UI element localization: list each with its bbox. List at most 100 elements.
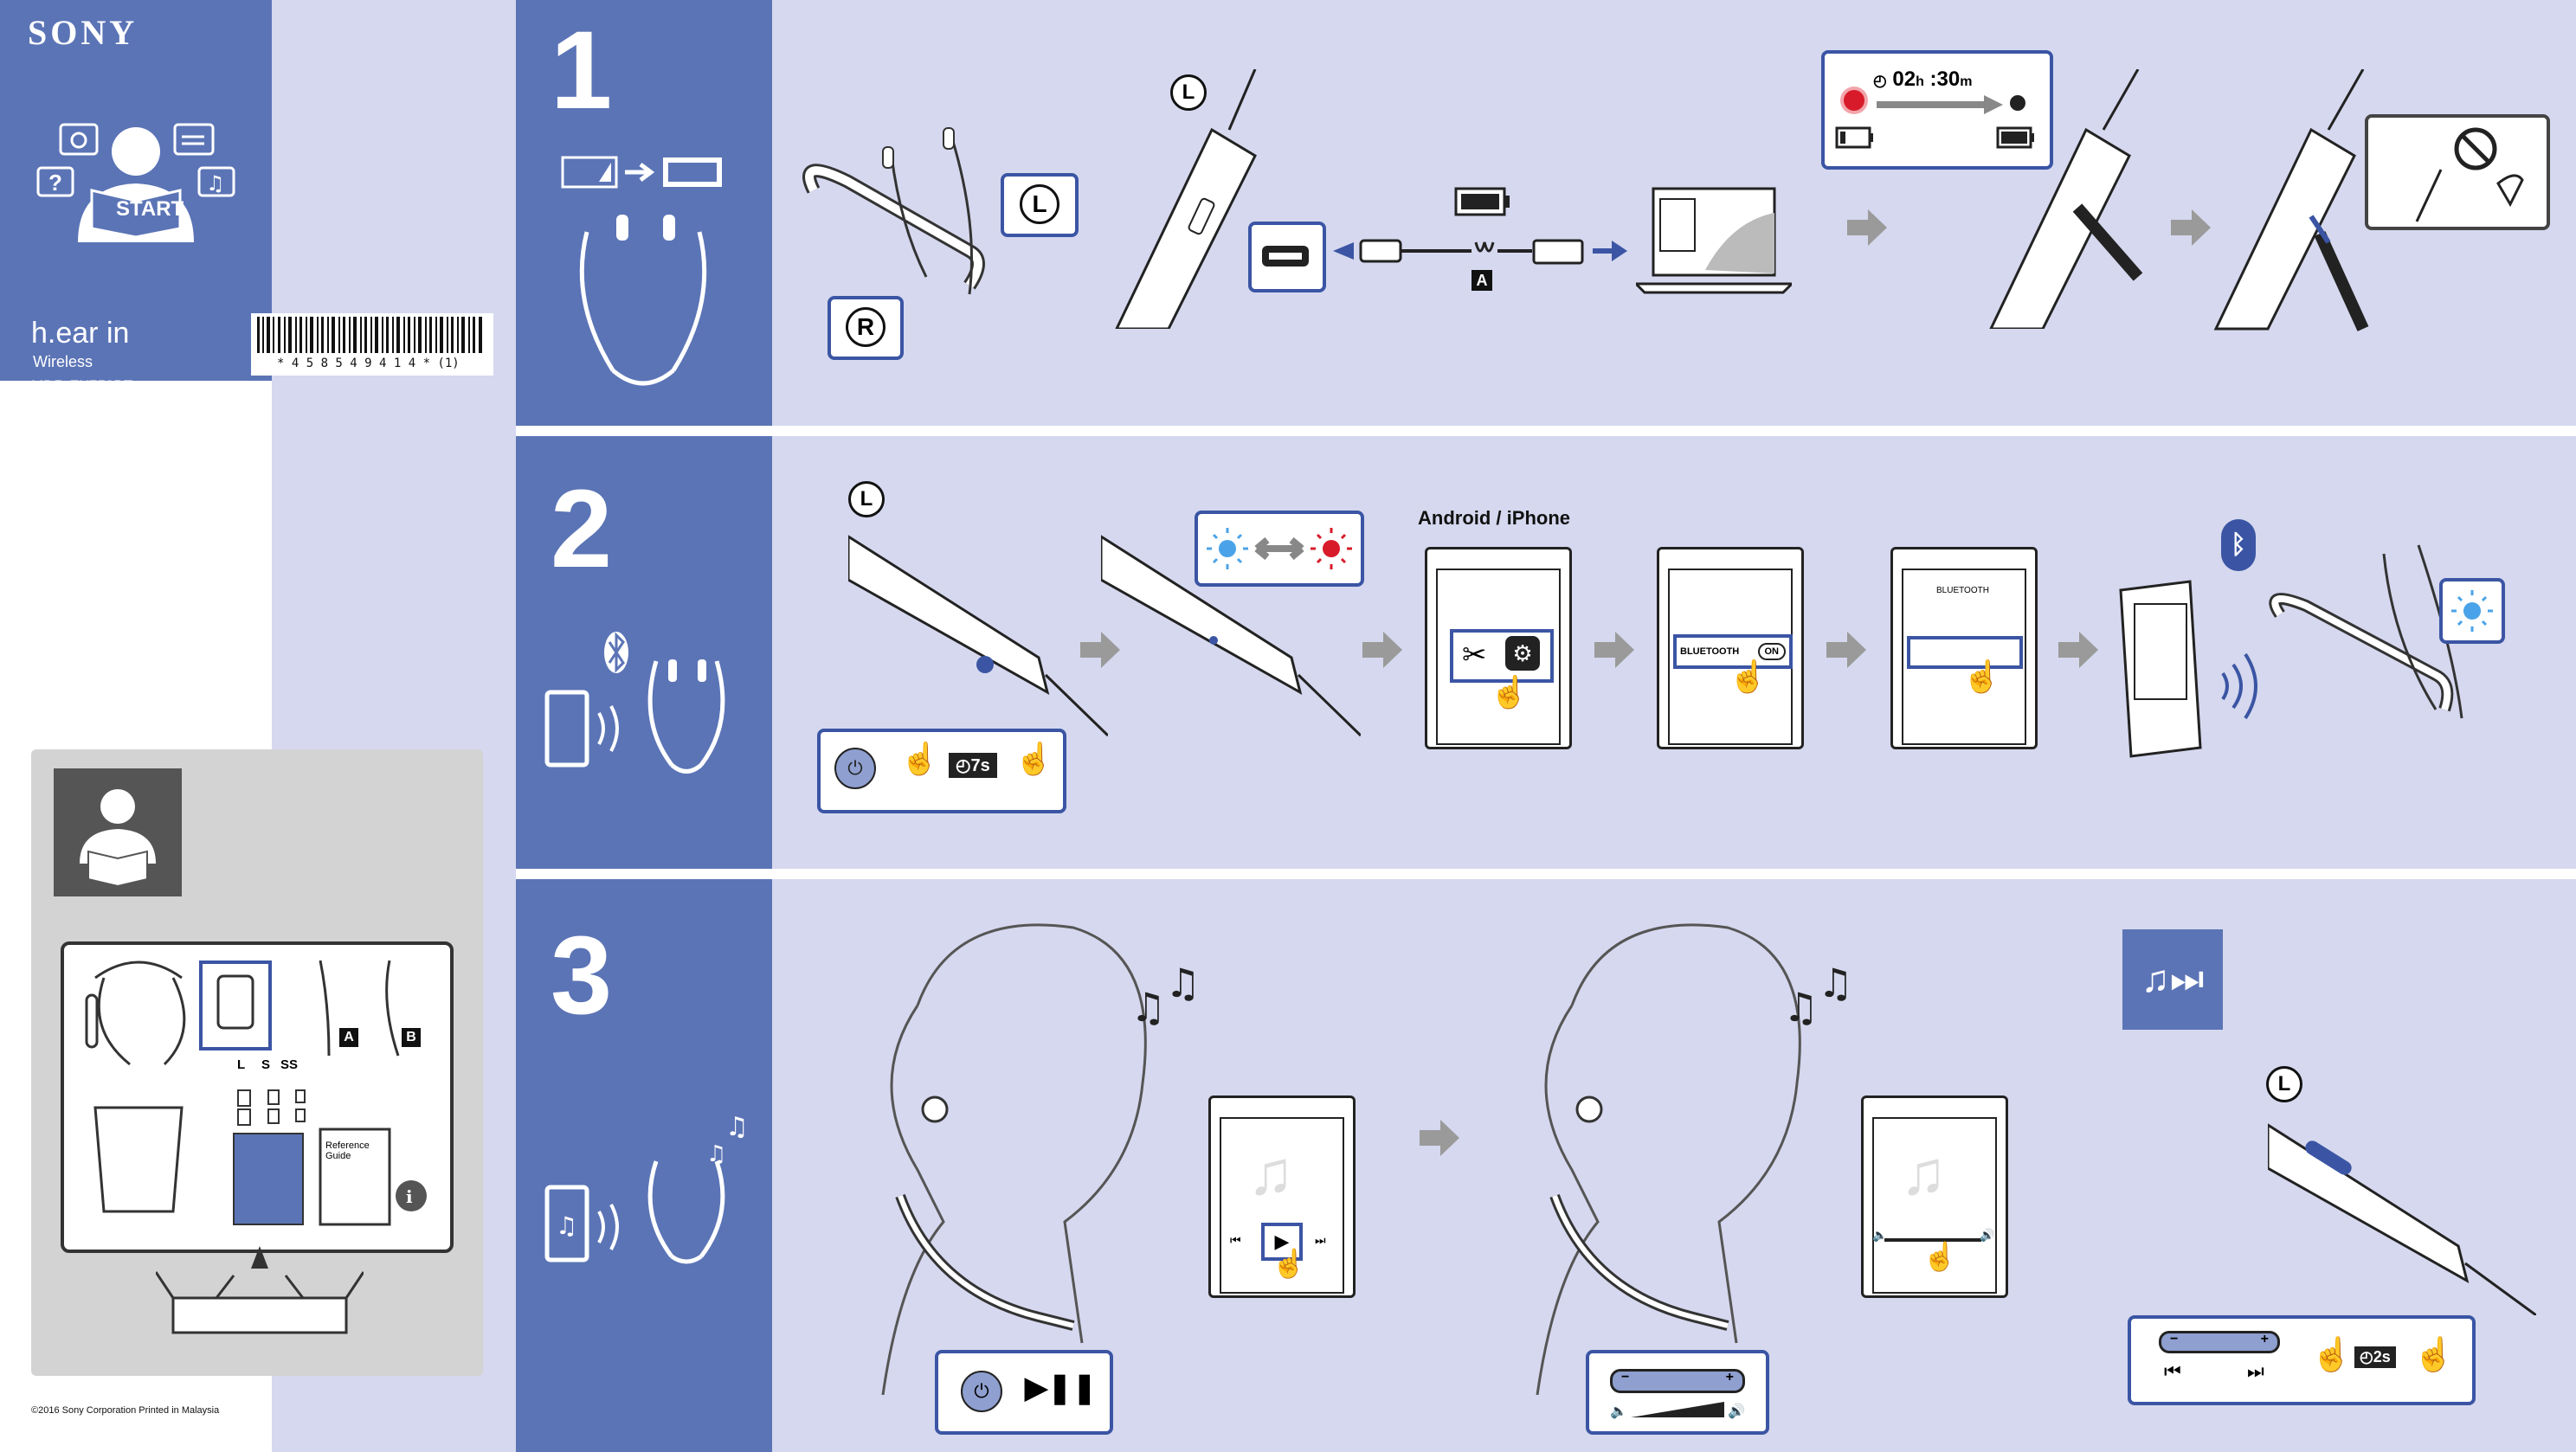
charge-arrow <box>1877 95 2003 114</box>
step-1-number: 1 <box>551 9 613 132</box>
box-illustration <box>156 1246 364 1334</box>
usb-port-callout <box>1248 222 1326 292</box>
brand-logo: SONY <box>28 13 138 52</box>
paired-phone <box>2119 580 2202 758</box>
side-label-L: L <box>1020 184 1059 224</box>
step2-neckband <box>2269 544 2463 719</box>
tap-finger-icon-2: ☝ <box>1729 659 1768 694</box>
step1-charging-closeup <box>1989 69 2143 329</box>
step1-arrow-1 <box>1847 209 1887 246</box>
bluetooth-toggle-label: BLUETOOTH <box>1680 646 1740 657</box>
skip-callout: − + ⏮ ⏭ ☝ ◴2s ☝ <box>2128 1315 2476 1405</box>
charge-time-readout: ◴ 02h :30m <box>1873 67 1972 92</box>
bluetooth-waves <box>2221 652 2257 720</box>
red-led-icon <box>1311 528 1352 569</box>
charged-led-off <box>2010 95 2025 111</box>
volume-slider[interactable] <box>1884 1238 1981 1242</box>
step1-remote-closeup <box>1115 69 1257 329</box>
charge-m-unit: m <box>1960 74 1973 89</box>
step3-arrow-1 <box>1420 1120 1459 1156</box>
music-note-icon: ♫ <box>1247 1139 1294 1208</box>
volume-rocker[interactable]: − + <box>1610 1369 1745 1393</box>
step3-L-marker: L <box>2266 1066 2302 1102</box>
svg-text:♫: ♫ <box>1818 960 1853 1006</box>
volume-rocker-2[interactable]: − + <box>2159 1331 2280 1353</box>
step1-unplug-closeup <box>2213 69 2369 331</box>
ear-tip-size-L: L <box>237 1057 246 1072</box>
charge-minutes: 30 <box>1936 67 1961 91</box>
play-button[interactable]: ▶ <box>1261 1223 1303 1261</box>
package-contents-illustration: i <box>85 960 427 1226</box>
tap-finger-icon-3: ☝ <box>1962 659 2001 694</box>
usb-cable <box>1333 239 1627 265</box>
cable-speech-bubble-icon <box>173 123 215 156</box>
svg-text:♫: ♫ <box>1130 984 1166 1026</box>
led-blink-callout <box>1195 511 1364 587</box>
step2-arrow-4 <box>1826 632 1866 668</box>
ear-tip-size-S: S <box>261 1057 271 1072</box>
svg-text:i: i <box>406 1186 413 1207</box>
start-label: START <box>116 197 184 221</box>
step2-L-marker: L <box>848 481 885 517</box>
cable-label-A: A <box>339 1028 358 1047</box>
phone-volume: ♫ 🔈 🔊 ☝ <box>1861 1095 2008 1298</box>
separator-2 <box>516 869 2576 879</box>
cable-label-B: B <box>402 1028 421 1047</box>
bluetooth-header: BLUETOOTH <box>1936 586 1989 595</box>
charging-led-red <box>1844 90 1864 111</box>
step-3-sidebar <box>516 879 772 1452</box>
svg-text:♫: ♫ <box>206 171 225 196</box>
barcode-number: * 4 5 8 5 4 9 4 1 4 * (1) <box>277 357 460 370</box>
charge-sep: : <box>1929 67 1937 91</box>
tap-finger-icon-5: ☝ <box>1922 1241 1957 1272</box>
reference-guide-label: Reference Guide <box>325 1140 370 1161</box>
right-marker-callout: R <box>828 296 904 360</box>
step2-arrow-1 <box>1080 632 1120 668</box>
play-pause-callout: ⏻ ▶❚❚ <box>935 1350 1113 1435</box>
hearin-sub: Wireless <box>33 353 93 370</box>
step2-arrow-3 <box>1594 632 1634 668</box>
phone-device-list: BLUETOOTH ☝ <box>1890 547 2038 749</box>
volume-low-icon: 🔈 <box>1872 1228 1888 1242</box>
low-battery-icon <box>1835 126 1873 149</box>
hold-time-7s: 7s <box>970 756 990 775</box>
step1-arrow-2 <box>2171 209 2211 246</box>
bluetooth-icon: ᛒ <box>2221 519 2256 571</box>
platform-label: Android / iPhone <box>1418 507 1570 529</box>
ear-tip-size-SS: SS <box>280 1057 299 1072</box>
svg-text:♫: ♫ <box>725 1112 749 1142</box>
svg-text:♫: ♫ <box>556 1211 577 1240</box>
svg-text:♫: ♫ <box>1783 984 1819 1026</box>
cable-label-A-step1: A <box>1472 270 1492 291</box>
step-2-sidebar <box>516 436 772 869</box>
step2-remote-led <box>1101 535 1361 737</box>
music-speech-bubble-icon: ♫ <box>197 166 235 197</box>
volume-minus-2: − <box>2170 1332 2179 1346</box>
svg-text:🔊: 🔊 <box>1728 1403 1745 1419</box>
volume-high-icon: 🔊 <box>1980 1228 1995 1242</box>
tap-finger-icon: ☝ <box>1490 674 1529 710</box>
device-list-item[interactable] <box>1907 636 2023 669</box>
step-2-number: 2 <box>551 467 613 591</box>
release-finger-icon: ☝ <box>1014 741 1053 776</box>
barcode: * 4 5 8 5 4 9 4 1 4 * (1) <box>251 313 493 376</box>
step3-person-2 <box>1536 923 1801 1395</box>
bluetooth-toggle-row[interactable]: BLUETOOTH ON <box>1673 634 1793 669</box>
step-3-number: 3 <box>551 914 613 1038</box>
settings-gear-icon: ⚙ <box>1505 636 1540 671</box>
step1-L-marker: L <box>1170 74 1207 111</box>
power-button-icon-2: ⏻ <box>961 1371 1002 1412</box>
phone-play: ♫ ⏮ ▶ ⏭ ☝ <box>1208 1095 1356 1298</box>
tap-finger-icon-4: ☝ <box>1272 1248 1306 1279</box>
press-finger-icon: ☝ <box>900 741 939 776</box>
side-label-R: R <box>846 307 886 347</box>
reader-icon <box>54 768 182 896</box>
volume-plus-2: + <box>2260 1332 2269 1346</box>
svg-text:🔈: 🔈 <box>1610 1403 1627 1419</box>
phone-settings: ✂ ⚙ ☝ <box>1425 547 1572 749</box>
full-battery-small-icon <box>1996 126 2034 149</box>
pair-led-callout <box>2439 578 2505 644</box>
hearin-logo: h.ear in <box>31 317 130 350</box>
bluetooth-on-switch[interactable]: ON <box>1757 643 1786 660</box>
volume-minus: − <box>1621 1370 1630 1385</box>
